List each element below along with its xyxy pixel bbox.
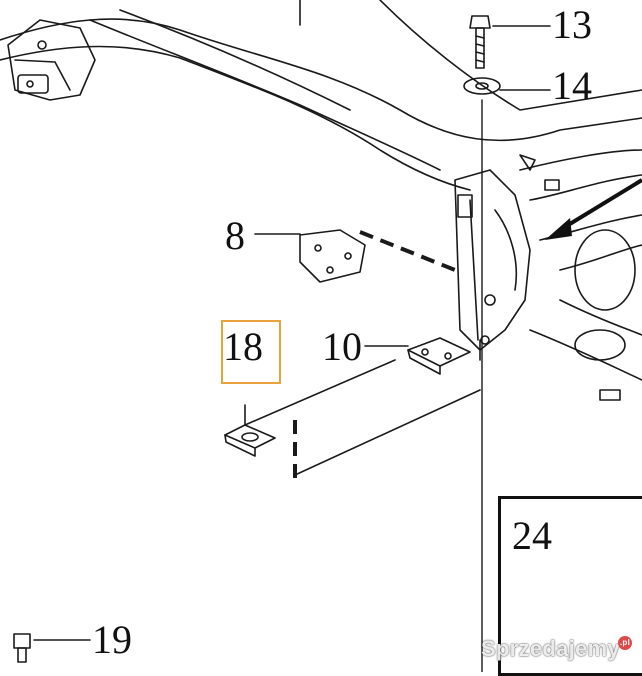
callout-14: 14	[552, 63, 592, 108]
inset-box-24	[498, 496, 642, 676]
arrow	[558, 178, 642, 232]
part-14-washer	[463, 77, 501, 95]
callout-24: 24	[512, 513, 552, 558]
crossmember-beam	[0, 0, 642, 191]
callout-13: 13	[552, 2, 592, 47]
callout-10: 10	[322, 324, 362, 369]
highlight-box-18	[221, 320, 281, 384]
callout-19: 19	[92, 617, 132, 662]
vertical-support-bracket	[454, 169, 531, 351]
watermark: Sprzedajemy.pl	[481, 636, 632, 662]
part-13-bolt	[469, 15, 491, 69]
right-frame	[519, 149, 642, 401]
part-10-plate	[407, 337, 471, 375]
part-18-plate	[224, 424, 276, 457]
part-19-bolt	[13, 633, 31, 663]
left-mount-bracket	[7, 19, 96, 101]
callout-18: 18	[223, 324, 263, 369]
watermark-badge: .pl	[618, 636, 632, 650]
watermark-text: Sprzedajemy	[480, 636, 620, 661]
callout-8: 8	[225, 213, 245, 258]
dashed-guide-8	[359, 230, 456, 272]
part-8-bracket	[299, 229, 366, 283]
